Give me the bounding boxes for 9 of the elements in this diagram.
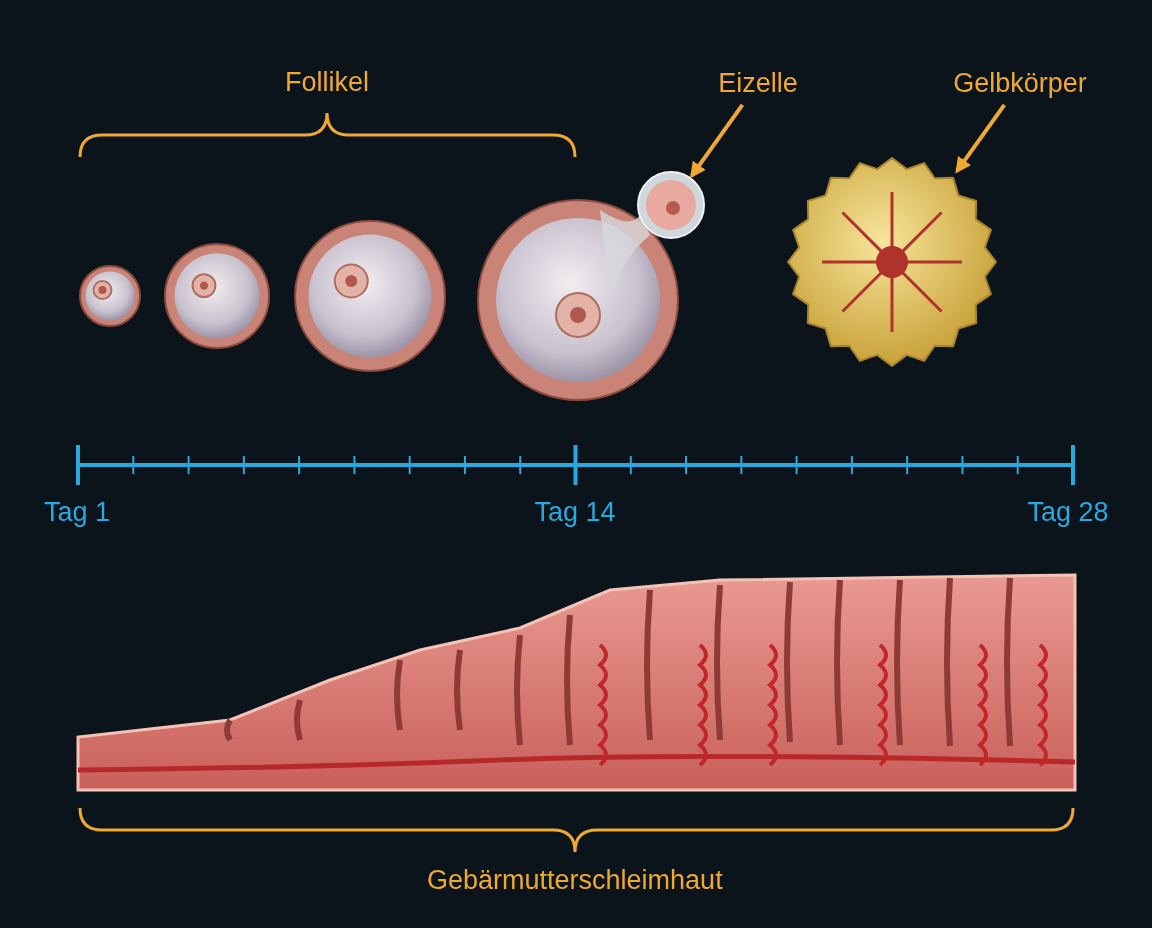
arrow: [690, 103, 744, 179]
callout-label: Gelbkörper: [945, 66, 1095, 100]
day-label: Tag 28: [1027, 496, 1109, 529]
callout-label: Eizelle: [708, 66, 808, 100]
bracket-label: Follikel: [285, 66, 370, 99]
day-label: Tag 1: [44, 496, 111, 529]
bracket-label: Gebärmutterschleimhaut: [427, 864, 723, 897]
arrow: [955, 103, 1006, 174]
day-label: Tag 14: [534, 496, 616, 529]
